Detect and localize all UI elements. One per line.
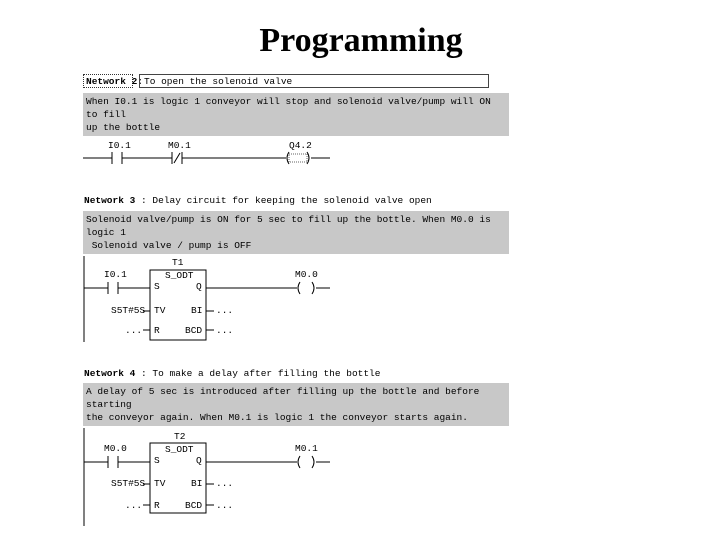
network-3-label: Network 3 — [84, 195, 136, 206]
coil-m00[interactable] — [297, 281, 315, 295]
contact-no-i01-n3[interactable] — [107, 282, 119, 294]
pin-q-1: Q — [196, 281, 202, 292]
timer-block-t2[interactable] — [149, 442, 207, 514]
network-4-header: Network 4 : To make a delay after fillin… — [84, 367, 380, 380]
network-2-comment[interactable]: When I0.1 is logic 1 conveyor will stop … — [83, 93, 509, 136]
pin-s-1: S — [154, 281, 160, 292]
network-3-title: : Delay circuit for keeping the solenoid… — [141, 195, 432, 206]
label-t1: T1 — [172, 257, 184, 268]
label-input-i01: I0.1 — [104, 269, 127, 280]
network-4-rung — [83, 428, 330, 526]
pin-tv-2: TV — [154, 478, 166, 489]
pin-s-2: S — [154, 455, 160, 466]
label-m01: M0.1 — [168, 140, 191, 151]
r-value-2: ... — [125, 500, 142, 511]
bi-value-2: ... — [216, 478, 233, 489]
pin-r-1: R — [154, 325, 160, 336]
coil-m01[interactable] — [297, 455, 315, 469]
network-3-comment[interactable]: Solenoid valve/pump is ON for 5 sec to f… — [83, 211, 509, 254]
pin-r-2: R — [154, 500, 160, 511]
bcd-value-2: ... — [216, 500, 233, 511]
pin-tv-1: TV — [154, 305, 166, 316]
contact-no-m00[interactable] — [107, 456, 119, 468]
label-block-type-2: S_ODT — [165, 444, 194, 455]
coil-q42[interactable] — [286, 151, 310, 165]
network-3-rung — [83, 256, 330, 342]
contact-nc-m01[interactable] — [171, 152, 183, 164]
network-2-rung — [83, 151, 330, 165]
network-4-comment[interactable]: A delay of 5 sec is introduced after fil… — [83, 383, 509, 426]
r-value-1: ... — [125, 325, 142, 336]
tv-value-2: S5T#5S — [111, 478, 146, 489]
network-2-title[interactable]: To open the solenoid valve — [139, 74, 489, 88]
label-m00: M0.0 — [295, 269, 318, 280]
pin-bcd-2: BCD — [185, 500, 202, 511]
pin-q-2: Q — [196, 455, 202, 466]
network-2-label[interactable]: Network 2: — [83, 74, 143, 88]
bi-value-1: ... — [216, 305, 233, 316]
label-input-m00: M0.0 — [104, 443, 127, 454]
network-4-title: : To make a delay after filling the bott… — [141, 368, 381, 379]
pin-bcd-1: BCD — [185, 325, 202, 336]
contact-no-i01[interactable] — [111, 152, 123, 164]
slide-title: Programming — [259, 22, 463, 59]
label-t2: T2 — [174, 431, 186, 442]
label-i01: I0.1 — [108, 140, 131, 151]
timer-block-t1[interactable] — [149, 269, 207, 341]
network-4-label: Network 4 — [84, 368, 136, 379]
tv-value-1: S5T#5S — [111, 305, 146, 316]
bcd-value-1: ... — [216, 325, 233, 336]
network-3-header: Network 3 : Delay circuit for keeping th… — [84, 194, 432, 207]
pin-bi-1: BI — [191, 305, 202, 316]
label-q42: Q4.2 — [289, 140, 312, 151]
label-m01: M0.1 — [295, 443, 318, 454]
label-block-type-1: S_ODT — [165, 270, 194, 281]
pin-bi-2: BI — [191, 478, 202, 489]
